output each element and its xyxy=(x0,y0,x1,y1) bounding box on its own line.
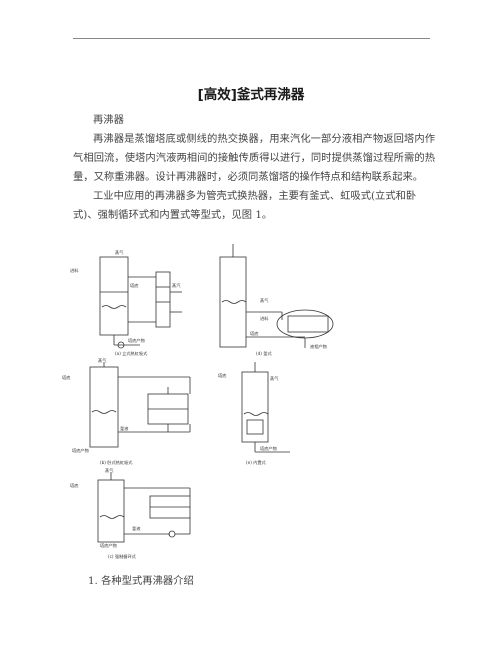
panel-label: 塔底产物 xyxy=(72,447,89,454)
header-rule xyxy=(73,38,430,39)
reboiler-types-figure: 蒸气 塔底 进料 塔底产物 蒸汽 (a) 立式热虹吸式 蒸气 进料 液相产物 塔… xyxy=(60,242,360,562)
panel-caption: (a) 立式热虹吸式 xyxy=(115,350,148,357)
panel-kettle: 蒸气 进料 液相产物 塔底 (d) 釜式 xyxy=(219,244,334,356)
panel-caption: (b) 卧式热虹吸式 xyxy=(100,459,133,466)
panel-label: 蒸气 xyxy=(115,249,124,256)
panel-horizontal-thermosiphon: 蒸气 塔底 釜液 塔底产物 (b) 卧式热虹吸式 xyxy=(62,357,191,466)
panel-label: 塔底 xyxy=(250,330,258,337)
panel-caption: (e) 内置式 xyxy=(246,459,267,466)
panel-forced-circulation: 蒸气 塔底 釜液 塔底产物 (c) 强制循环式 xyxy=(70,467,191,560)
panel-label: 釜液 xyxy=(132,525,141,532)
panel-label: 釜液 xyxy=(120,425,129,432)
panel-label: 蒸气 xyxy=(105,467,114,474)
section-heading: 再沸器 xyxy=(93,114,124,126)
panel-label: 塔底 xyxy=(130,282,138,289)
panel-label: 塔底产物 xyxy=(260,445,277,452)
panel-label: 蒸汽 xyxy=(172,282,181,289)
panel-caption: (c) 强制循环式 xyxy=(108,553,137,560)
panel-label: 进料 xyxy=(260,315,269,322)
panel-label: 蒸气 xyxy=(270,375,279,382)
panel-caption: (d) 釜式 xyxy=(256,350,272,356)
panel-internal: 蒸气 塔底产物 塔底 (e) 内置式 xyxy=(218,362,290,466)
panel-label: 塔底 xyxy=(218,372,226,379)
panel-label: 塔底产物 xyxy=(128,337,145,344)
panel-label: 液相产物 xyxy=(310,343,327,350)
list-item-heading: 1. 各种型式再沸器介绍 xyxy=(88,575,194,587)
panel-label: 进料 xyxy=(70,267,79,274)
panel-label: 塔底 xyxy=(62,374,70,381)
panel-label: 塔底产物 xyxy=(100,542,117,549)
panel-label: 塔底 xyxy=(70,482,78,489)
panel-label: 蒸气 xyxy=(260,297,269,304)
paragraph-definition: 再沸器是蒸馏塔底或侧线的热交换器，用来汽化一部分液相产物返回塔内作气相回流，使塔… xyxy=(73,133,435,183)
paragraph-types: 工业中应用的再沸器多为管壳式换热器，主要有釜式、虹吸式(立式和卧式)、强制循环式… xyxy=(73,190,417,221)
panel-label: 蒸气 xyxy=(98,357,107,364)
panel-vertical-thermosiphon: 蒸气 塔底 进料 塔底产物 蒸汽 (a) 立式热虹吸式 xyxy=(70,249,182,357)
document-title: [高效]釜式再沸器 xyxy=(197,87,305,103)
